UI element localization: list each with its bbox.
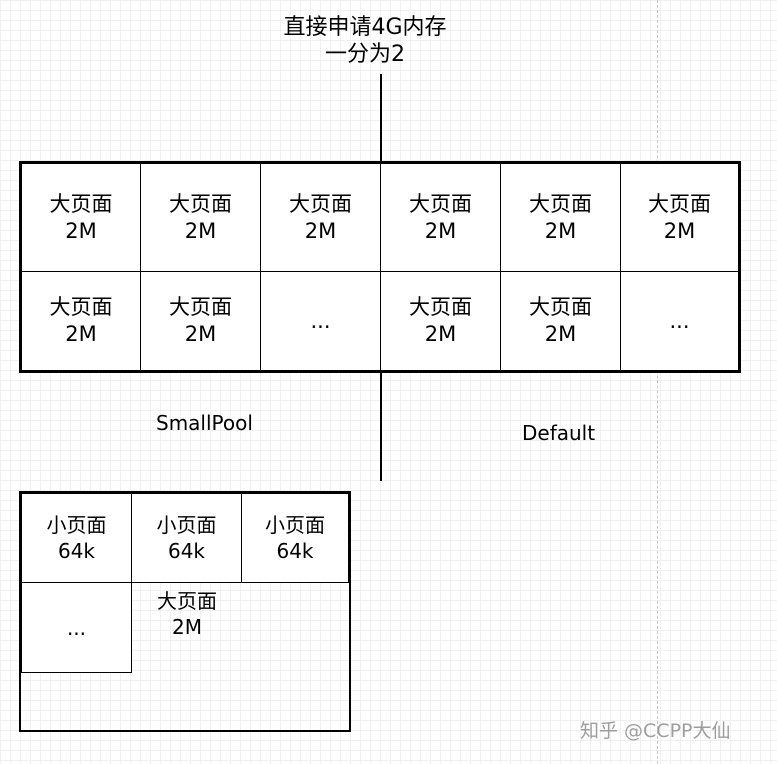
cell-size: 2M xyxy=(184,322,217,346)
cell-size: 2M xyxy=(544,218,577,243)
cell-size: 2M xyxy=(663,218,696,243)
small-page-size: 64k xyxy=(57,539,96,563)
cell-size: 2M xyxy=(424,322,457,346)
grid-cell-r2-c6: ... xyxy=(620,271,739,371)
cell-name: 大页面 xyxy=(529,191,592,216)
cell-ellipsis: ... xyxy=(669,308,690,333)
cell-name: 大页面 xyxy=(49,191,113,216)
cell-size: 2M xyxy=(184,218,217,243)
watermark: 知乎 @CCPP大仙 xyxy=(580,720,731,742)
grid-cell-r2-c4: 大页面 2M xyxy=(380,271,501,371)
grid-cell-r2-c5: 大页面 2M xyxy=(500,271,621,371)
cell-name: 大页面 xyxy=(49,295,113,319)
connector-middle xyxy=(380,371,382,481)
cell-size: 2M xyxy=(65,322,97,346)
big-page-label: 大页面 2M xyxy=(147,588,227,640)
small-page-name: 小页面 xyxy=(156,513,217,537)
small-page-name: 小页面 xyxy=(265,513,325,537)
diagram-title: 直接申请4G内存 一分为2 xyxy=(230,14,500,68)
cell-size: 2M xyxy=(65,218,97,243)
title-line-2: 一分为2 xyxy=(325,42,405,67)
cell-name: 大页面 xyxy=(529,295,592,319)
cell-name: 大页面 xyxy=(169,295,232,319)
ellipsis-text: ... xyxy=(66,615,87,640)
default-pool-label: Default xyxy=(522,421,596,445)
small-page-size: 64k xyxy=(276,539,314,563)
cell-ellipsis: ... xyxy=(310,308,331,333)
grid-cell-r2-c3: ... xyxy=(260,271,381,371)
cell-name: 大页面 xyxy=(409,191,472,216)
big-page-size: 2M xyxy=(172,615,202,639)
small-pool-label: SmallPool xyxy=(156,411,253,435)
small-page-ellipsis: ... xyxy=(21,582,132,673)
small-page-size: 64k xyxy=(167,539,206,563)
page-guide-line xyxy=(657,0,658,764)
grid-cell-r2-c1: 大页面 2M xyxy=(21,271,141,371)
cell-size: 2M xyxy=(424,218,457,243)
cell-size: 2M xyxy=(304,218,337,243)
cell-name: 大页面 xyxy=(169,191,232,216)
connector-top xyxy=(380,74,382,163)
cell-name: 大页面 xyxy=(409,295,472,319)
cell-name: 大页面 xyxy=(289,191,352,216)
title-line-1: 直接申请4G内存 xyxy=(283,15,447,40)
cell-name: 大页面 xyxy=(648,191,711,216)
cell-size: 2M xyxy=(544,322,577,346)
grid-cell-r2-c2: 大页面 2M xyxy=(140,271,261,371)
big-page-name: 大页面 xyxy=(157,589,217,613)
small-page-name: 小页面 xyxy=(46,513,107,537)
